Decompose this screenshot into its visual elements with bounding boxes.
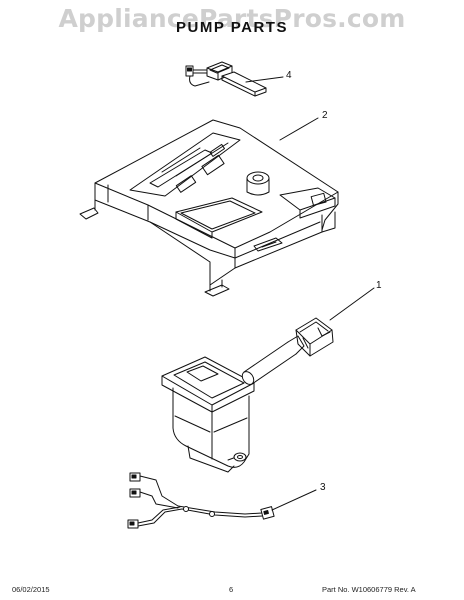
callout-2: 2: [322, 110, 328, 121]
part-4-sensor: [185, 61, 267, 97]
footer-date: 06/02/2015: [12, 585, 50, 594]
leader-line-1: [329, 287, 375, 321]
footer-page: 6: [229, 585, 234, 594]
footer-part-number: Part No. W10606779 Rev. A: [322, 585, 416, 594]
callout-4: 4: [286, 70, 292, 81]
leader-line-4: [245, 76, 284, 83]
callout-3: 3: [320, 482, 326, 493]
leader-line-2: [279, 117, 319, 141]
leader-line-3: [271, 489, 317, 511]
page-title: PUMP PARTS: [176, 19, 288, 36]
watermark: AppliancePartsPros.com: [58, 4, 406, 33]
part-1-pump: [161, 317, 334, 473]
part-3-wire-harness: [127, 472, 275, 529]
callout-1: 1: [376, 280, 382, 291]
part-2-tray: [79, 119, 339, 297]
